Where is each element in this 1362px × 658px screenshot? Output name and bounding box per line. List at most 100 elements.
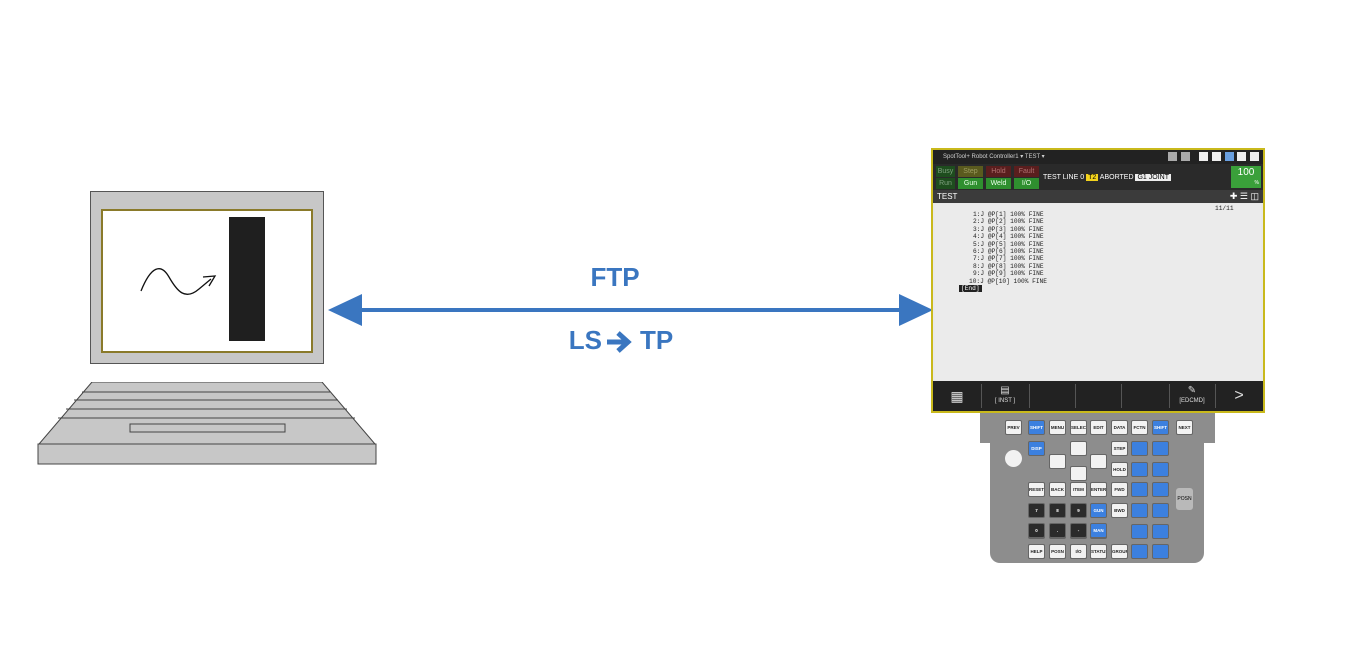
grid-menu-icon[interactable]: ▦: [933, 384, 982, 408]
tool-icon[interactable]: [1211, 152, 1221, 161]
key-hold[interactable]: HOLD: [1111, 462, 1128, 477]
laptop-code-listing: [229, 217, 265, 341]
jog-key[interactable]: [1152, 482, 1169, 497]
pendant-menubar: SpotTool+ Robot Controller1 ▾ TEST ▾: [933, 150, 1263, 164]
jog-key[interactable]: [1152, 441, 1169, 456]
jog-key[interactable]: [1131, 441, 1148, 456]
program-line[interactable]: 1:J @P[1] 100% FINE: [973, 211, 1044, 218]
pendant-status-area: Busy Step Hold Fault Run Gun Weld I/O TE…: [933, 164, 1263, 190]
ls-label: LS: [568, 325, 602, 355]
program-line[interactable]: 5:J @P[5] 100% FINE: [973, 240, 1044, 248]
key-n0[interactable]: 0: [1028, 523, 1045, 538]
f2-button[interactable]: [1029, 384, 1076, 408]
override-unit: %: [1254, 180, 1259, 186]
status-weld: Weld: [986, 178, 1011, 189]
layout-icon[interactable]: [1167, 152, 1177, 161]
key-item[interactable]: ITEM: [1070, 482, 1087, 497]
f4-button[interactable]: [1121, 384, 1170, 408]
f3-button[interactable]: [1075, 384, 1122, 408]
next-page-button[interactable]: >: [1234, 387, 1244, 404]
program-line[interactable]: 8:J @P[8] 100% FINE: [973, 262, 1044, 270]
program-line[interactable]: 4:J @P[4] 100% FINE: [973, 233, 1044, 241]
ftp-label: FTP: [590, 262, 640, 292]
key-shift[interactable]: SHIFT: [1028, 420, 1045, 435]
key-step[interactable]: STEP: [1111, 441, 1128, 456]
key-status[interactable]: STATUS: [1090, 544, 1107, 559]
program-title-bar: TEST ✚ ☰ ◫: [933, 190, 1263, 203]
key-reset[interactable]: RESET: [1028, 482, 1045, 497]
key-fwd[interactable]: FWD: [1111, 482, 1128, 497]
right-arrow-icon: [607, 331, 632, 353]
key-menu[interactable]: MENU: [1049, 420, 1066, 435]
program-line[interactable]: 3:J @P[3] 100% FINE: [973, 225, 1044, 233]
f5-edcmd-button[interactable]: ✎[EDCMD]: [1169, 384, 1216, 408]
key-n7[interactable]: 7: [1028, 503, 1045, 518]
help-icon[interactable]: [1237, 152, 1247, 161]
resize-icon[interactable]: [1224, 152, 1234, 161]
status-io: I/O: [1014, 178, 1039, 189]
key-fctn[interactable]: FCTN: [1131, 420, 1148, 435]
key-enter[interactable]: ENTER: [1090, 482, 1107, 497]
key-data[interactable]: DATA: [1111, 420, 1128, 435]
status-busy: Busy: [936, 166, 955, 177]
status-hold: Hold: [986, 166, 1011, 177]
key-n8[interactable]: 8: [1049, 503, 1066, 518]
close-icon[interactable]: [1250, 152, 1259, 161]
key-posn[interactable]: POSN: [1049, 544, 1066, 559]
program-line[interactable]: 6:J @P[6] 100% FINE: [973, 248, 1044, 255]
status-line: TEST LINE 0: [1043, 174, 1085, 181]
key-prev[interactable]: PREV: [1005, 420, 1022, 435]
window-icon[interactable]: [1180, 152, 1190, 161]
key-edit[interactable]: EDIT: [1090, 420, 1107, 435]
cursor-arrow-key[interactable]: [1070, 466, 1087, 482]
key-next[interactable]: NEXT: [1176, 420, 1193, 435]
laptop-screen: [101, 209, 313, 353]
status-state: ABORTED: [1099, 174, 1134, 181]
key-n9[interactable]: 9: [1070, 503, 1087, 518]
key-group[interactable]: GROUP: [1111, 544, 1128, 559]
cursor-arrow-key[interactable]: [1049, 453, 1066, 469]
jog-key[interactable]: [1152, 524, 1169, 539]
mode-badge: T2: [1086, 174, 1099, 181]
jog-key[interactable]: [1131, 524, 1148, 539]
key-man-fnct[interactable]: MAN FNCT: [1090, 523, 1107, 538]
status-fault: Fault: [1014, 166, 1039, 177]
key-bwd[interactable]: BWD: [1111, 503, 1128, 518]
override-indicator[interactable]: 100 %: [1231, 166, 1261, 188]
key-shift[interactable]: SHIFT: [1152, 420, 1169, 435]
key-io[interactable]: I/O: [1070, 544, 1087, 559]
jog-key[interactable]: [1131, 462, 1148, 477]
status-gun: Gun: [958, 178, 983, 189]
key-select[interactable]: SELECT: [1070, 420, 1087, 435]
tp-label: TP: [640, 325, 674, 355]
group-badge: G1 JOINT: [1135, 174, 1171, 181]
jog-key[interactable]: [1131, 544, 1148, 559]
jog-key[interactable]: [1152, 503, 1169, 518]
end-marker: [End]: [959, 285, 982, 292]
key-backspace[interactable]: BACK SPACE: [1049, 482, 1066, 497]
view-icons[interactable]: ✚ ☰ ◫: [1229, 191, 1259, 201]
key-gun[interactable]: GUN: [1090, 503, 1107, 518]
status-step: Step: [958, 166, 983, 177]
program-line[interactable]: 7:J @P[7] 100% FINE: [973, 255, 1044, 263]
key-disp[interactable]: DISP: [1028, 441, 1045, 456]
key-help[interactable]: HELP: [1028, 544, 1045, 559]
cursor-arrow-key[interactable]: [1070, 441, 1087, 456]
cursor-arrow-key[interactable]: [1090, 453, 1107, 469]
double-arrow-icon: [328, 294, 933, 326]
jog-key[interactable]: [1152, 544, 1169, 559]
program-line[interactable]: 10:J @P[10] 100% FINE: [969, 277, 1047, 285]
program-line[interactable]: 9:J @P[9] 100% FINE: [973, 270, 1044, 278]
pendant-menu-text[interactable]: SpotTool+ Robot Controller1 ▾ TEST ▾: [943, 154, 1045, 160]
posn-side-key[interactable]: POSN: [1176, 488, 1193, 510]
key-dot[interactable]: .: [1049, 523, 1066, 538]
refresh-icon[interactable]: [1199, 152, 1209, 161]
jog-key[interactable]: [1131, 503, 1148, 518]
jog-key[interactable]: [1152, 462, 1169, 477]
f1-inst-button[interactable]: ▤[ INST ]: [981, 384, 1030, 408]
jog-key[interactable]: [1131, 482, 1148, 497]
key-minus[interactable]: -: [1070, 523, 1087, 538]
program-line[interactable]: 2:J @P[2] 100% FINE: [973, 218, 1044, 226]
emergency-stop-icon[interactable]: [1005, 450, 1022, 467]
